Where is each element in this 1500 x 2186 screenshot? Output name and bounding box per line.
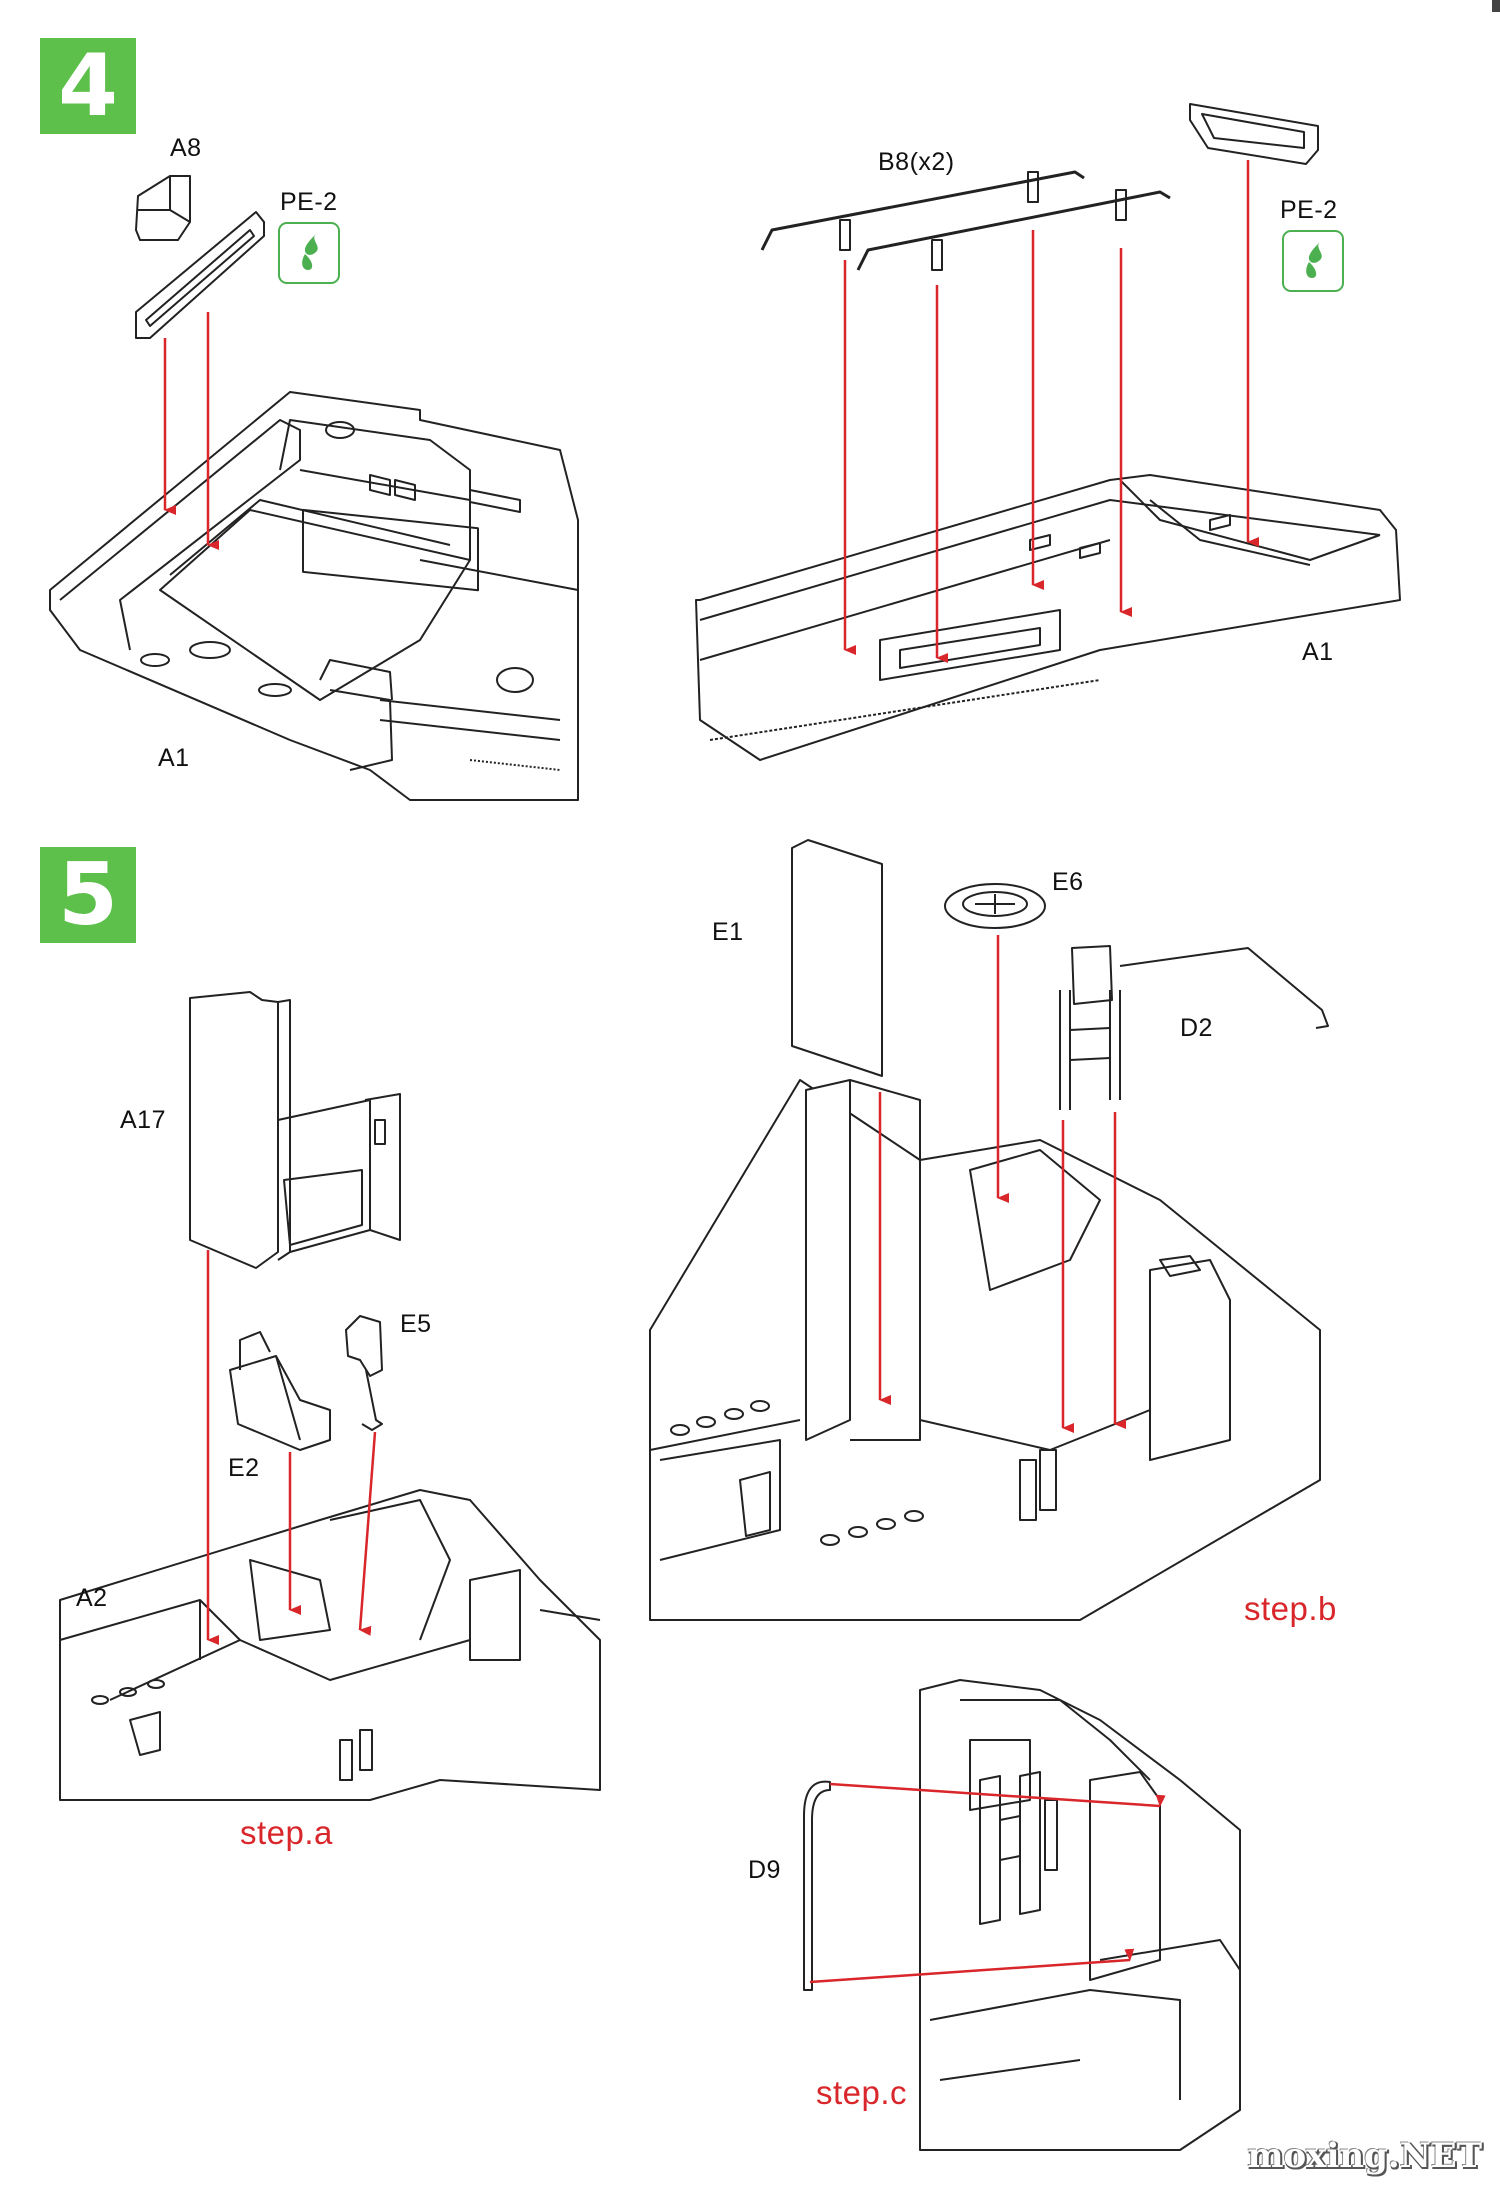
part-d2-drawing	[1059, 945, 1329, 1110]
label-a1-right: A1	[1302, 638, 1334, 666]
label-d2: D2	[1180, 1014, 1213, 1042]
part-d9-drawing	[803, 1780, 831, 1991]
glue-drop-icon	[1282, 230, 1344, 292]
assembly-arrows	[163, 160, 1259, 1984]
label-a8: A8	[170, 134, 202, 162]
label-e2: E2	[228, 1454, 260, 1482]
step-4-badge: 4	[40, 38, 136, 134]
watermark: moxing.NET	[1247, 2136, 1482, 2176]
label-pe2-left: PE-2	[280, 188, 338, 216]
label-a2: A2	[76, 1584, 108, 1612]
label-e5: E5	[400, 1310, 432, 1338]
part-e2-seat	[229, 1331, 331, 1451]
hull-a1-right	[695, 474, 1401, 761]
part-a8-drawing	[135, 175, 191, 241]
part-pe2-frame-right	[1189, 103, 1319, 165]
hull-step-c	[919, 1679, 1241, 2151]
label-e6: E6	[1052, 868, 1084, 896]
hull-a1-left	[49, 391, 579, 801]
label-pe2-right: PE-2	[1280, 196, 1338, 224]
label-b8: B8(x2)	[878, 148, 955, 176]
part-b8-rails	[760, 170, 1171, 271]
part-pe2-plate-left	[135, 211, 265, 339]
part-e5-lever	[345, 1315, 383, 1431]
label-a17: A17	[120, 1106, 166, 1134]
page-corner-mark	[1492, 0, 1500, 12]
step-5-badge: 5	[40, 847, 136, 943]
hull-step-b	[649, 1079, 1321, 1621]
caption-step-b: step.b	[1244, 1590, 1337, 1627]
caption-step-c: step.c	[816, 2074, 908, 2111]
label-e1: E1	[712, 918, 744, 946]
caption-step-a: step.a	[240, 1814, 333, 1851]
label-a1-left: A1	[158, 744, 190, 772]
hull-a2-step-a	[59, 1489, 601, 1801]
part-e1-drawing	[791, 839, 883, 1077]
part-e6-wheel	[944, 883, 1046, 929]
label-d9: D9	[748, 1856, 781, 1884]
part-a17-drawing	[189, 991, 401, 1269]
glue-drop-icon	[278, 222, 340, 284]
